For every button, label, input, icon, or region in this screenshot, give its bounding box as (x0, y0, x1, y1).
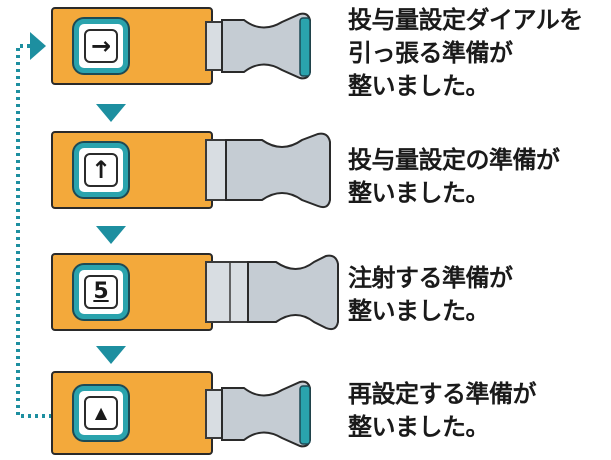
dose-number: 5 (84, 275, 118, 309)
step-2-caption: 投与量設定の準備が 整いました。 (348, 146, 560, 207)
dose-window: → (74, 19, 128, 73)
step-1-caption: 投与量設定ダイアルを 引っ張る準備が 整いました。 (348, 6, 583, 100)
up-arrow-icon: ↑ (84, 153, 118, 187)
down-arrow-icon (96, 346, 126, 364)
step-3-caption: 注射する準備が 整いました。 (348, 264, 513, 325)
loop-arrow-head-icon (30, 32, 46, 60)
right-arrow-icon: → (84, 29, 118, 63)
dose-window: ↑ (74, 143, 128, 197)
pen-step-3: 5 (0, 246, 340, 338)
dose-window: 5 (74, 265, 128, 319)
pen-step-4: ▲ (0, 368, 340, 460)
step-4-caption: 再設定する準備が 整いました。 (348, 380, 537, 441)
dose-window: ▲ (74, 386, 128, 440)
down-arrow-icon (96, 226, 126, 244)
triangle-icon: ▲ (84, 396, 118, 430)
pen-step-2: ↑ (0, 124, 340, 216)
down-arrow-icon (96, 104, 126, 122)
pen-step-1: → (0, 0, 340, 92)
